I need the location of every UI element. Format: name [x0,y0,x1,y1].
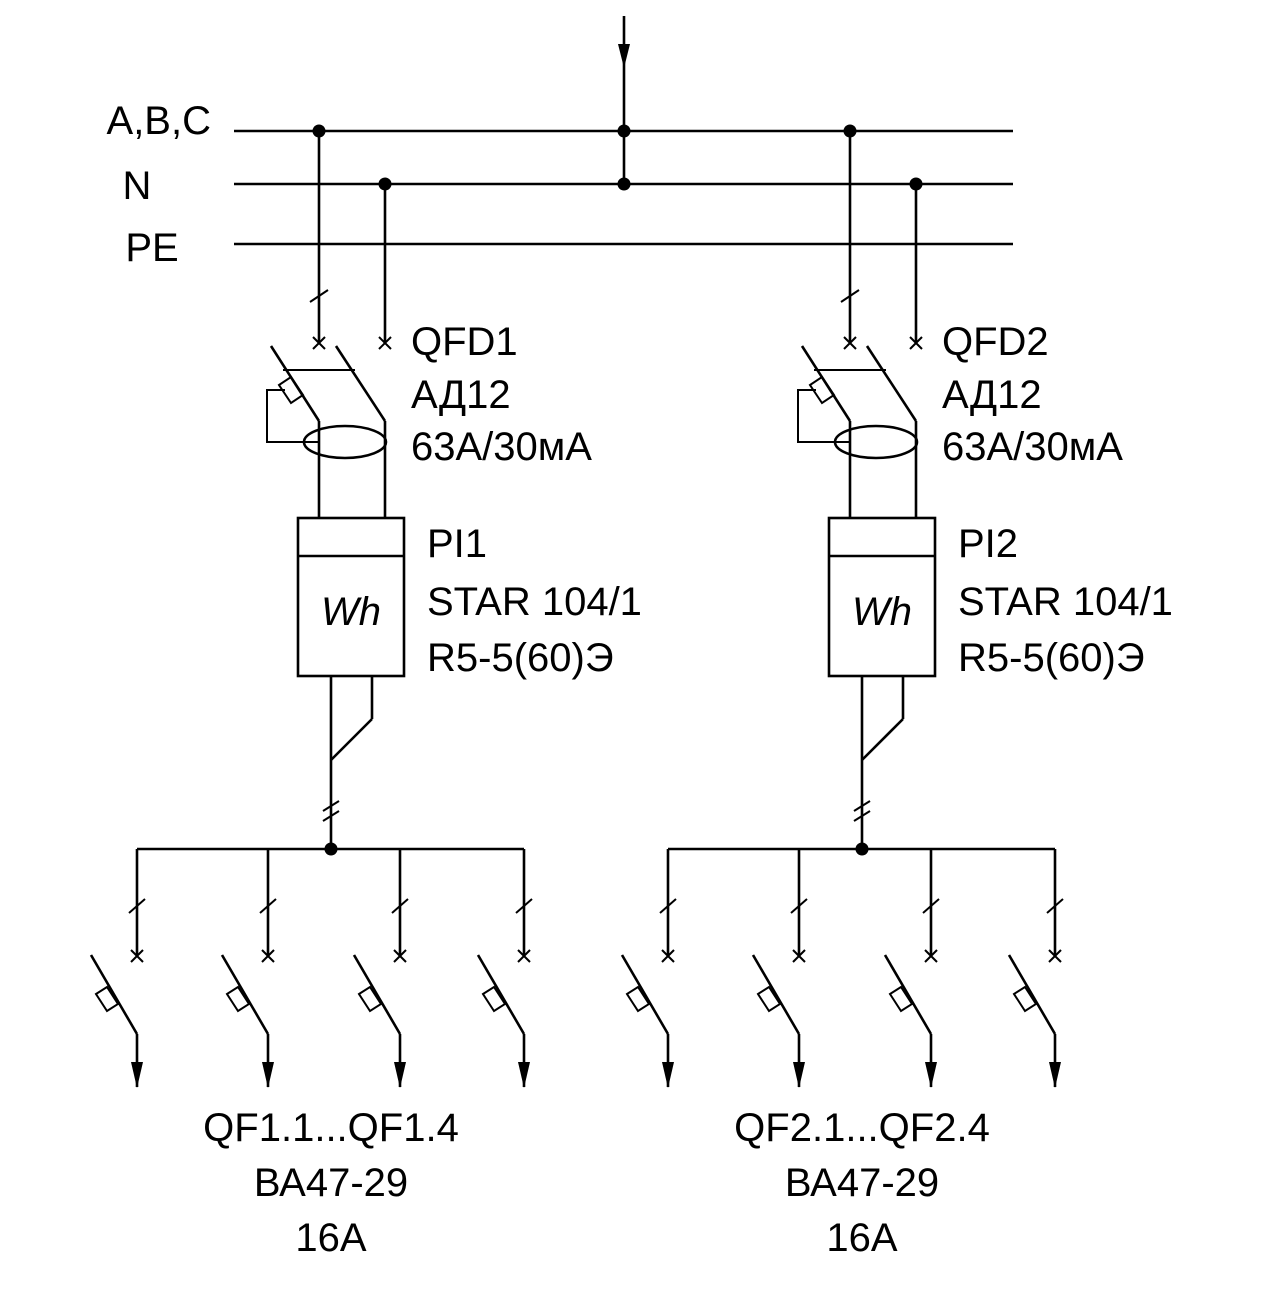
circuit-breaker-symbol [476,849,533,1088]
meter-spec: R5-5(60)Э [958,636,1145,680]
meter-output [668,676,1055,856]
rcd-rating: 63А/30мА [411,425,592,469]
rcd-symbol [797,124,923,518]
meter-unit: Wh [321,590,381,634]
breaker-rating: 16А [826,1216,897,1260]
bus-earth-label: PE [125,226,178,270]
meter-ref: PI1 [427,522,487,566]
breaker-rating: 16А [295,1216,366,1260]
breaker-refs: QF2.1...QF2.4 [734,1106,990,1150]
meter-spec: R5-5(60)Э [427,636,614,680]
meter-model: STAR 104/1 [427,580,642,624]
circuit-breaker-symbol [620,849,677,1088]
breaker-group [89,849,533,1088]
circuit-breaker-symbol [1007,849,1064,1088]
rcd-ref: QFD1 [411,320,518,364]
bus-neutral-label: N [123,164,152,208]
meter-symbol: Wh [296,516,406,678]
rcd-model: АД12 [942,373,1042,417]
circuit-breaker-symbol [352,849,409,1088]
bus-phase-label: A,B,C [107,99,211,143]
meter-unit: Wh [852,590,912,634]
busbars: A,B,C N PE [107,99,1013,270]
rcd-symbol [266,124,392,518]
breaker-group [620,849,1064,1088]
breaker-model: ВА47-29 [254,1161,408,1205]
circuit-breaker-symbol [89,849,146,1088]
circuit-breaker-symbol [883,849,940,1088]
circuit-breaker-symbol [220,849,277,1088]
rcd-ref: QFD2 [942,320,1049,364]
breaker-model: ВА47-29 [785,1161,939,1205]
branch-1: QFD1 АД12 63А/30мА Wh PI1 STAR 104/1 R5-… [89,124,642,1260]
meter-ref: PI2 [958,522,1018,566]
breaker-refs: QF1.1...QF1.4 [203,1106,459,1150]
circuit-breaker-symbol [751,849,808,1088]
meter-output [137,676,524,856]
incoming-feed [617,16,631,191]
rcd-model: АД12 [411,373,511,417]
rcd-rating: 63А/30мА [942,425,1123,469]
branch-2: QFD2 АД12 63А/30мА Wh PI2 STAR 104/1 R5-… [620,124,1173,1260]
meter-symbol: Wh [827,516,937,678]
meter-model: STAR 104/1 [958,580,1173,624]
